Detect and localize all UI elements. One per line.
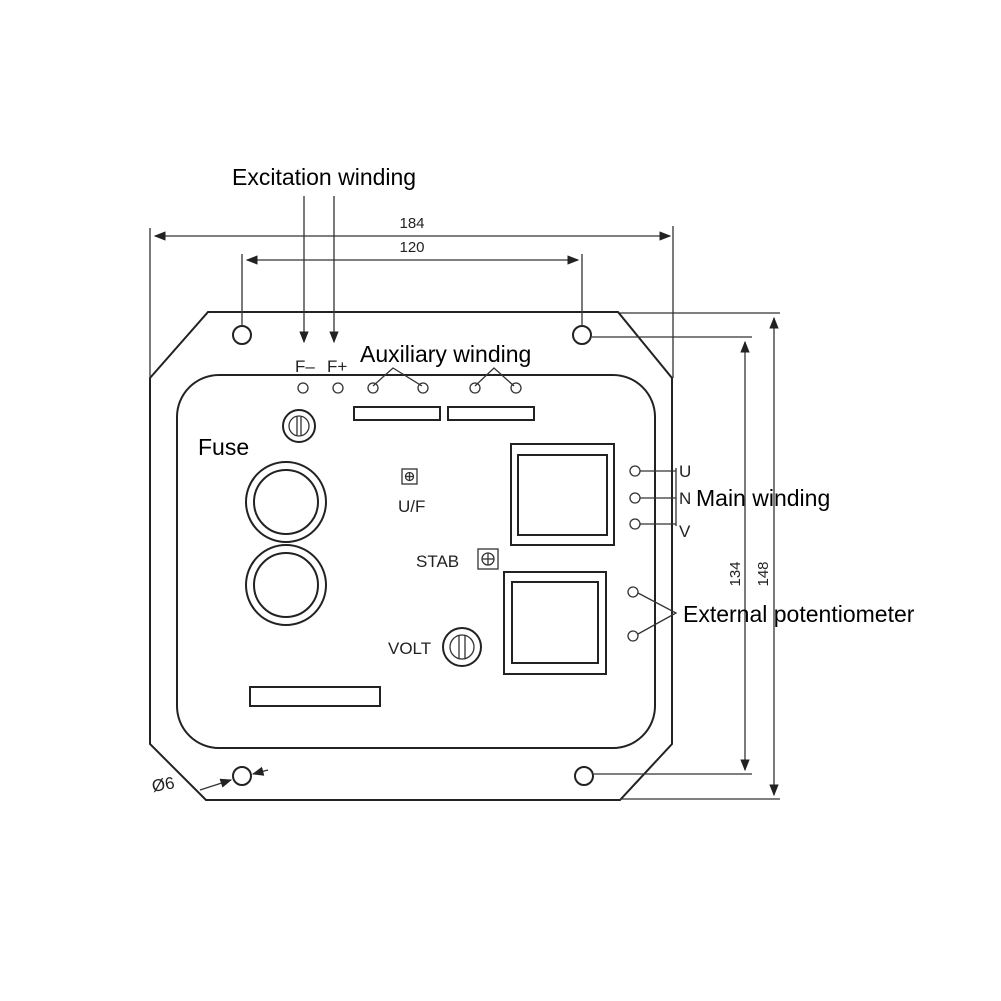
terminal-pot-2 xyxy=(627,630,639,642)
mounting-hole-top-left xyxy=(232,325,252,345)
transformer-bottom-outer xyxy=(503,571,607,675)
mounting-hole-top-right xyxy=(572,325,592,345)
fuse-holder xyxy=(282,409,316,443)
aux-lines-right xyxy=(474,367,515,387)
dim-label-134: 134 xyxy=(727,561,744,586)
transformer-top-outer xyxy=(510,443,615,546)
dim-label-120: 120 xyxy=(399,239,424,256)
terminal-pot-1 xyxy=(627,586,639,598)
capacitor-bottom-outer xyxy=(245,544,327,626)
dim-line-diameter xyxy=(199,778,233,791)
dim-line-diameter-right xyxy=(251,766,269,776)
terminal-label-n: N xyxy=(679,489,691,508)
label-external-potentiometer: External potentiometer xyxy=(683,601,915,627)
capacitor-bottom-inner xyxy=(253,552,319,618)
aux-lines-left xyxy=(372,367,423,387)
label-main-winding: Main winding xyxy=(696,485,830,511)
label-excitation-winding: Excitation winding xyxy=(232,164,416,190)
terminal-u xyxy=(629,465,641,477)
mounting-hole-bottom-right xyxy=(574,766,594,786)
transformer-top-inner xyxy=(517,454,608,536)
terminal-v xyxy=(629,518,641,530)
uf-adjuster-box xyxy=(401,468,418,485)
board-outline xyxy=(149,311,673,801)
volt-knob-inner xyxy=(449,634,475,660)
terminal-label-fplus: F+ xyxy=(327,357,347,376)
terminal-aux-2 xyxy=(417,382,429,394)
capacitor-top-outer xyxy=(245,461,327,543)
label-auxiliary-winding: Auxiliary winding xyxy=(360,341,531,367)
fuse-holder-inner xyxy=(288,415,310,437)
volt-knob xyxy=(442,627,482,667)
terminal-label-fminus: F– xyxy=(295,357,315,376)
inner-panel xyxy=(176,374,656,749)
capacitor-top-inner xyxy=(253,469,319,535)
terminal-n xyxy=(629,492,641,504)
label-volt: VOLT xyxy=(388,639,431,658)
mounting-hole-bottom-left xyxy=(232,766,252,786)
label-stab: STAB xyxy=(416,552,459,571)
dim-label-148: 148 xyxy=(755,561,772,586)
label-uf: U/F xyxy=(398,497,425,516)
label-fuse: Fuse xyxy=(198,434,249,460)
terminal-fplus xyxy=(332,382,344,394)
pot-lines xyxy=(637,592,678,635)
dim-label-diameter: Ø6 xyxy=(150,773,176,796)
dim-label-184: 184 xyxy=(399,215,424,232)
terminal-aux-4 xyxy=(510,382,522,394)
stab-adjuster-box xyxy=(477,548,499,570)
terminal-label-v: V xyxy=(679,522,691,541)
terminal-strip-bottom xyxy=(249,686,381,707)
terminal-aux-1 xyxy=(367,382,379,394)
terminal-strip-1 xyxy=(353,406,441,421)
terminal-fminus xyxy=(297,382,309,394)
terminal-aux-3 xyxy=(469,382,481,394)
transformer-bottom-inner xyxy=(511,581,599,664)
terminal-strip-2 xyxy=(447,406,535,421)
terminal-label-u: U xyxy=(679,462,691,481)
